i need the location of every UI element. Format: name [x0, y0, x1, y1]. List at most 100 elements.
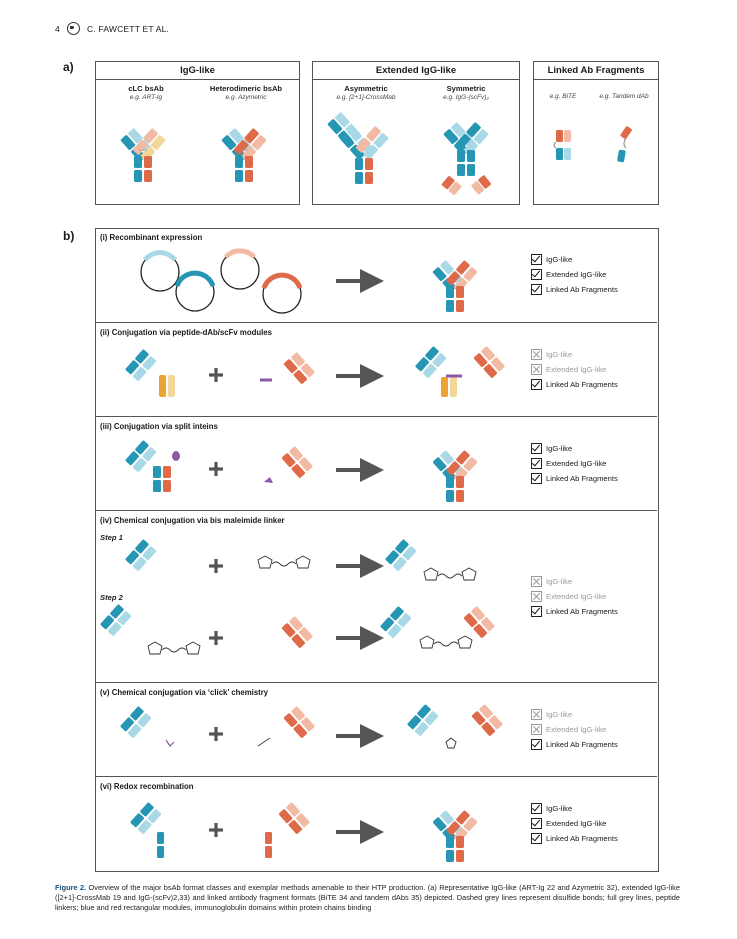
antibody-icon-heterodimeric	[221, 127, 267, 182]
format-name: cLC bsAb	[128, 84, 164, 93]
format-tandem-dab: e.g. Tandem dAb	[592, 92, 656, 100]
check-extended-igg-like: Extended IgG-like	[531, 722, 618, 737]
check-label: Linked Ab Fragments	[546, 380, 618, 389]
format-checklist: IgG-like Extended IgG-like Linked Ab Fra…	[531, 252, 618, 297]
journal-logo-icon	[66, 22, 80, 35]
method-title: (vi) Redox recombination	[100, 782, 194, 791]
format-example: e.g. [2+1]-CrossMab	[336, 94, 396, 101]
format-example: e.g. Azymetric	[225, 94, 267, 101]
antibody-icon-asymmetric	[327, 111, 389, 184]
caption-text: Overview of the major bsAb format classe…	[55, 883, 680, 912]
method-row-bis-maleimide: (iv) Chemical conjugation via bis maleim…	[95, 510, 657, 683]
plasmid-icon	[261, 272, 303, 314]
check-label: IgG-like	[546, 710, 573, 719]
check-label: Extended IgG-like	[546, 459, 607, 468]
check-label: Extended IgG-like	[546, 270, 607, 279]
check-label: Extended IgG-like	[546, 725, 607, 734]
fragment-icon-tandem-dab	[617, 126, 632, 163]
check-linked-ab-fragments: Linked Ab Fragments	[531, 604, 618, 619]
check-extended-igg-like: Extended IgG-like	[531, 267, 618, 282]
group-title: IgG-like	[96, 62, 299, 80]
check-igg-like: IgG-like	[531, 801, 618, 816]
format-name: Heterodimeric bsAb	[209, 84, 283, 93]
check-label: Extended IgG-like	[546, 592, 607, 601]
format-symmetric: Symmetric e.g. IgG-(scFv)₂	[420, 84, 512, 101]
check-linked-ab-fragments: Linked Ab Fragments	[531, 737, 618, 752]
format-clc-bsab: cLC bsAb e.g. ART-Ig	[106, 84, 186, 101]
format-example: e.g. ART-Ig	[129, 94, 163, 101]
checkbox-icon	[531, 724, 542, 735]
check-igg-like: IgG-like	[531, 252, 618, 267]
method-row-recombinant: (i) Recombinant expression IgG-like Exte…	[95, 228, 657, 322]
fragment-icon-bite	[553, 130, 571, 160]
checkbox-icon	[531, 284, 542, 295]
format-example: e.g. Tandem dAb	[599, 93, 649, 100]
check-linked-ab-fragments: Linked Ab Fragments	[531, 471, 618, 486]
check-label: IgG-like	[546, 577, 573, 586]
check-label: Linked Ab Fragments	[546, 607, 618, 616]
method-row-click-chemistry: (v) Chemical conjugation via ‘click’ che…	[95, 682, 657, 777]
plasmid-icon	[174, 270, 216, 312]
check-igg-like: IgG-like	[531, 707, 618, 722]
check-label: IgG-like	[546, 804, 573, 813]
antibody-icon-clc	[120, 127, 166, 182]
format-name: Symmetric	[446, 84, 486, 93]
checkbox-icon	[531, 269, 542, 280]
method-row-split-inteins: (iii) Conjugation via split inteins IgG-…	[95, 416, 657, 511]
fab-blue-icon	[124, 348, 157, 382]
format-example: e.g. BiTE	[549, 93, 577, 100]
check-linked-ab-fragments: Linked Ab Fragments	[531, 377, 618, 392]
format-bite: e.g. BiTE	[537, 92, 589, 100]
check-label: IgG-like	[546, 255, 573, 264]
checkbox-icon	[531, 364, 542, 375]
checkbox-icon	[531, 833, 542, 844]
format-example: e.g. IgG-(scFv)₂	[443, 94, 489, 101]
panel-b-label: b)	[63, 229, 75, 243]
checkbox-icon	[531, 349, 542, 360]
check-label: Linked Ab Fragments	[546, 740, 618, 749]
checkbox-icon	[531, 739, 542, 750]
plus-icon	[209, 462, 223, 476]
checkbox-icon	[531, 803, 542, 814]
check-extended-igg-like: Extended IgG-like	[531, 456, 618, 471]
check-linked-ab-fragments: Linked Ab Fragments	[531, 831, 618, 846]
check-igg-like: IgG-like	[531, 347, 618, 362]
check-label: IgG-like	[546, 350, 573, 359]
checkbox-icon	[531, 254, 542, 265]
antibody-icon	[432, 809, 478, 862]
plasmid-icon	[220, 248, 260, 290]
checkbox-icon	[531, 576, 542, 587]
format-asymmetric: Asymmetric e.g. [2+1]-CrossMab	[320, 84, 412, 101]
antibody-icon	[432, 449, 478, 502]
checkbox-icon	[531, 591, 542, 602]
checkbox-icon	[531, 443, 542, 454]
page-number: 4	[55, 23, 60, 34]
check-igg-like: IgG-like	[531, 574, 618, 589]
check-igg-like: IgG-like	[531, 441, 618, 456]
check-extended-igg-like: Extended IgG-like	[531, 362, 618, 377]
method-title: (iii) Conjugation via split inteins	[100, 422, 218, 431]
figure-label: Figure 2.	[55, 883, 87, 892]
checkbox-icon	[531, 606, 542, 617]
format-checklist: IgG-like Extended IgG-like Linked Ab Fra…	[531, 441, 618, 486]
check-label: Linked Ab Fragments	[546, 285, 618, 294]
check-label: IgG-like	[546, 444, 573, 453]
author-line: C. FAWCETT ET AL.	[86, 23, 170, 34]
antibody-icon	[432, 259, 478, 312]
format-checklist: IgG-like Extended IgG-like Linked Ab Fra…	[531, 347, 618, 392]
panel-a-label: a)	[63, 60, 74, 74]
method-title: (ii) Conjugation via peptide-dAb/scFv mo…	[100, 328, 272, 337]
checkbox-icon	[531, 458, 542, 469]
format-checklist: IgG-like Extended IgG-like Linked Ab Fra…	[531, 707, 618, 752]
format-name: Asymmetric	[344, 84, 388, 93]
plus-icon	[209, 559, 223, 573]
plus-icon	[209, 631, 223, 645]
bis-maleimide-linker-icon	[257, 555, 311, 569]
checkbox-icon	[531, 379, 542, 390]
method-title: (i) Recombinant expression	[100, 233, 203, 242]
check-label: Extended IgG-like	[546, 819, 607, 828]
checkbox-icon	[531, 473, 542, 484]
group-title: Linked Ab Fragments	[534, 62, 658, 80]
format-checklist: IgG-like Extended IgG-like Linked Ab Fra…	[531, 574, 618, 619]
